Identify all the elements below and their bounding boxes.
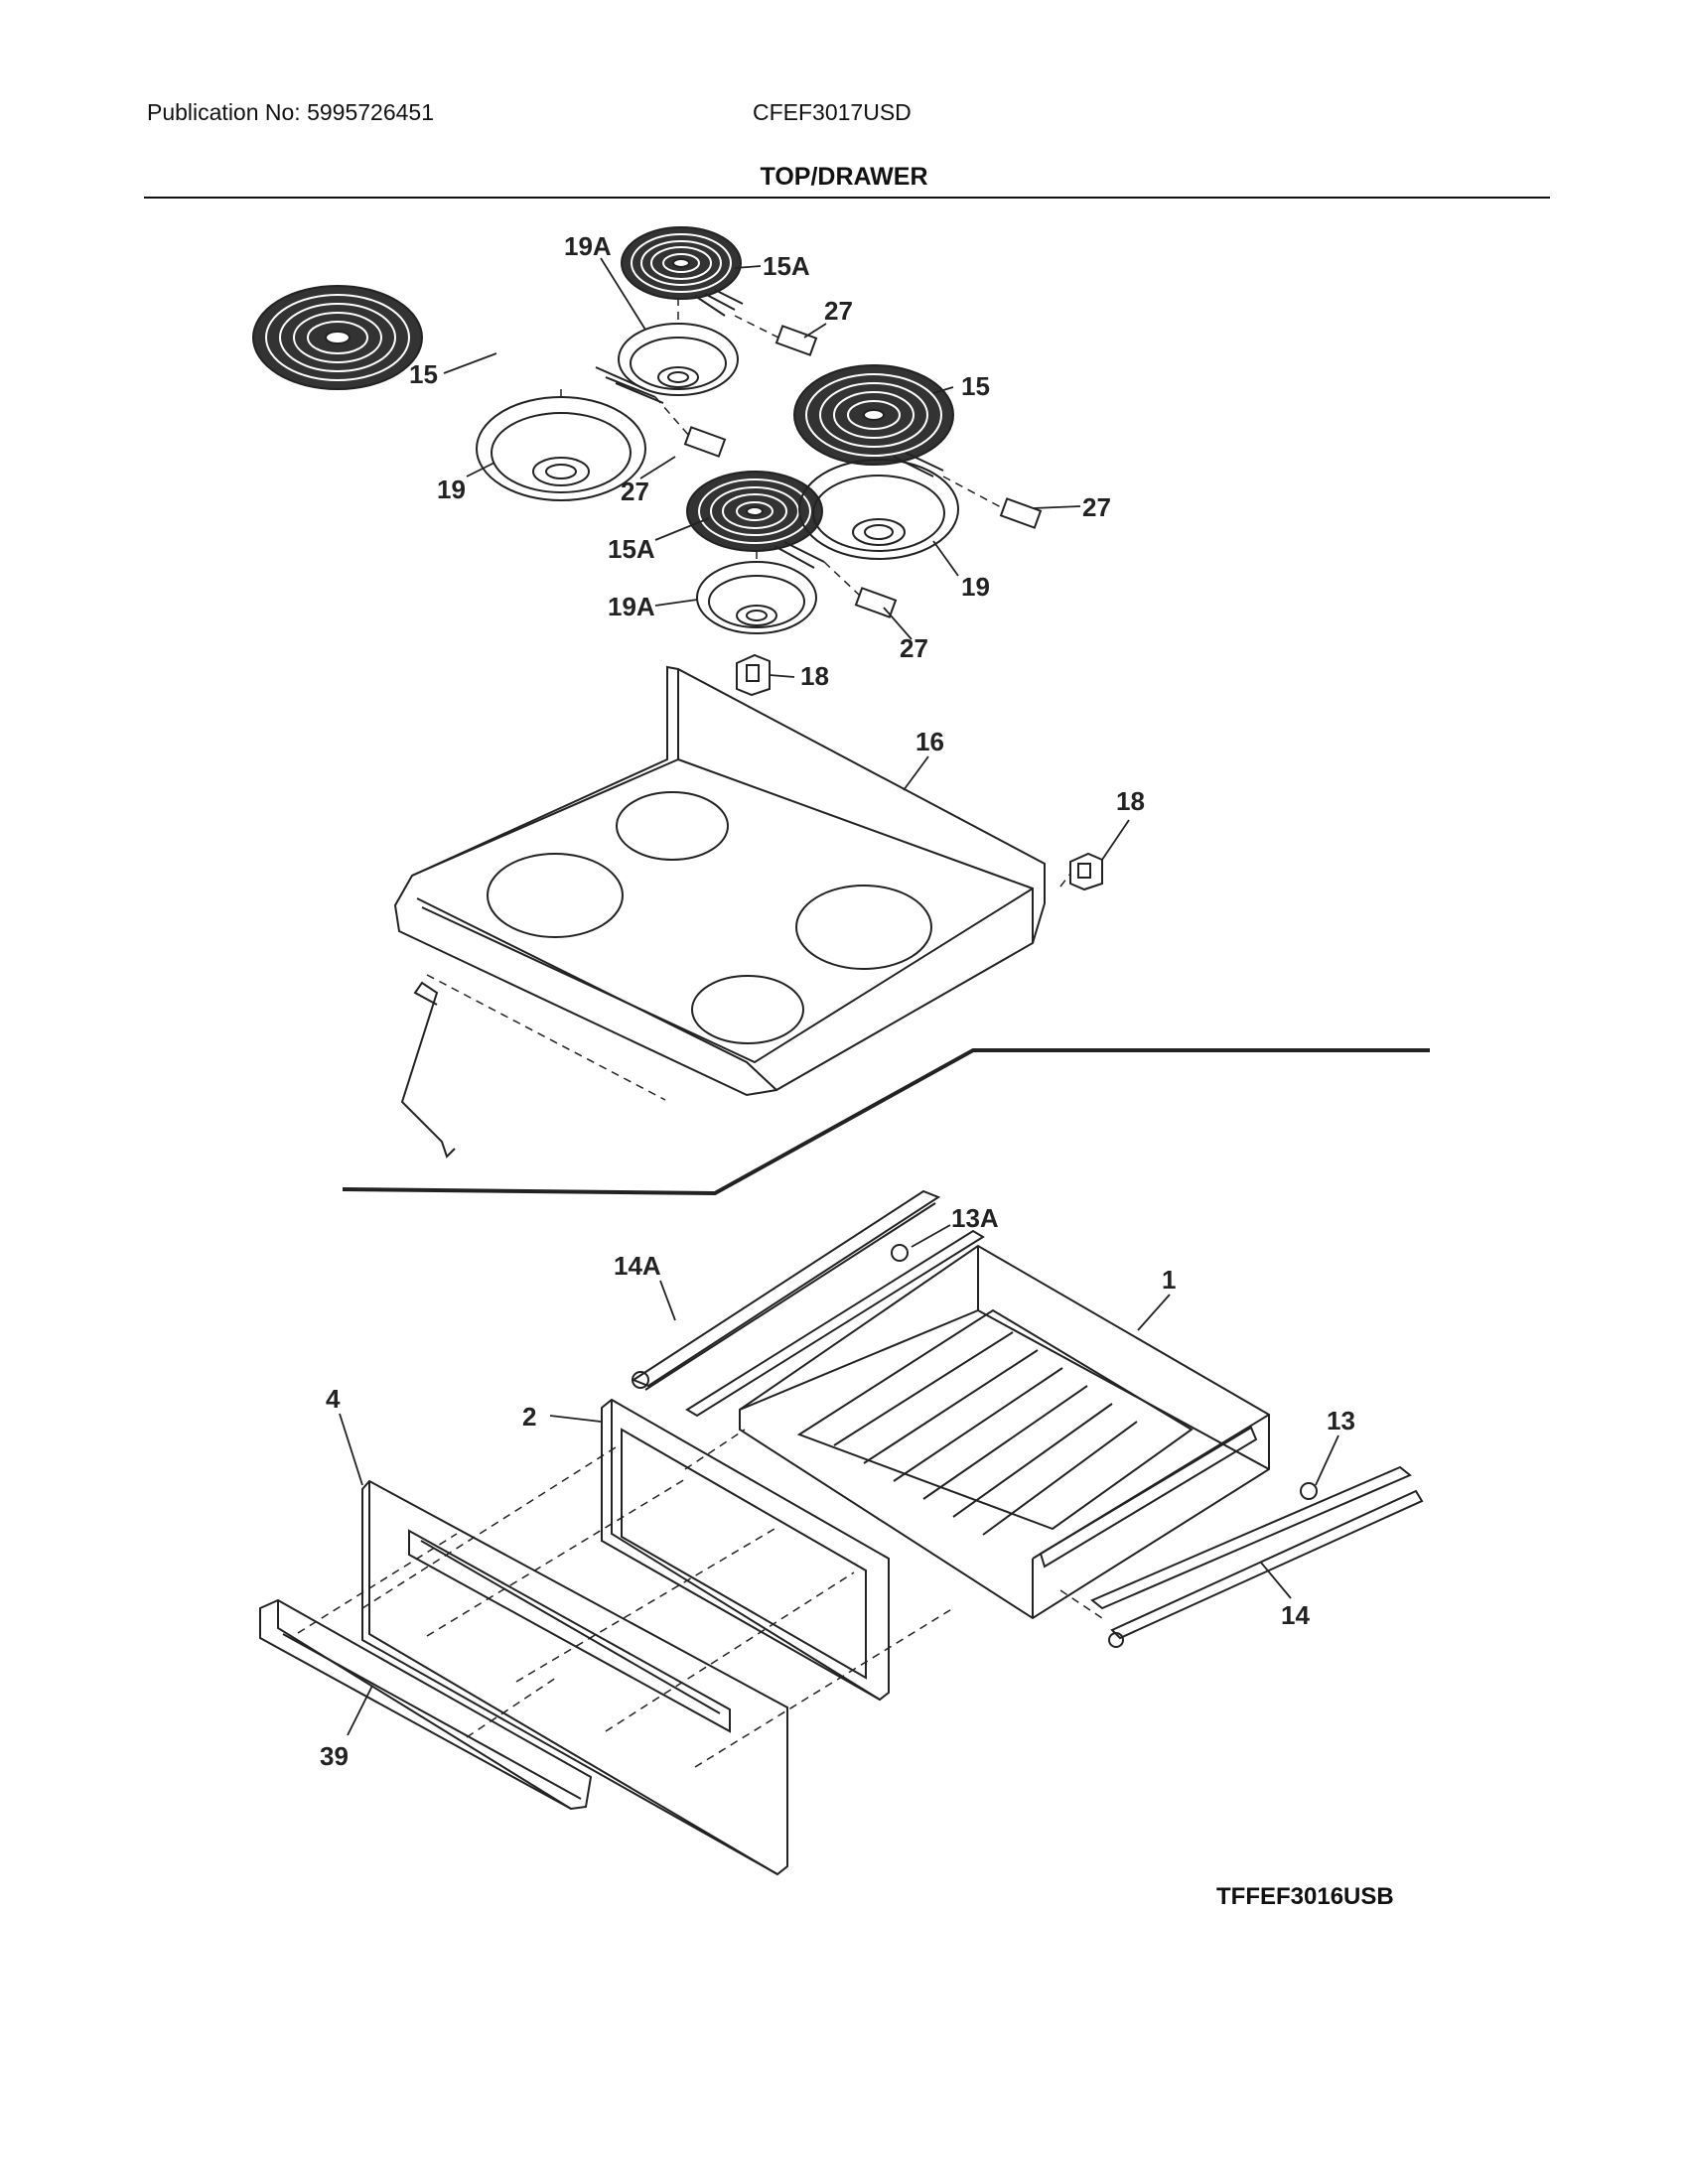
assembly-lines <box>297 1429 1103 1768</box>
publication-number: Publication No: 5995726451 <box>147 99 435 125</box>
callout-13: 13 <box>1327 1406 1355 1435</box>
callout-19: 19 <box>437 475 466 504</box>
coil-element-small-bottom <box>686 471 825 569</box>
callout-15A: 15A <box>763 251 810 281</box>
coil-element-small-top <box>621 226 744 317</box>
callout-1: 1 <box>1162 1265 1176 1295</box>
callout-18: 18 <box>1116 786 1145 816</box>
drawer-slide-left <box>631 1189 985 1418</box>
callout-18: 18 <box>800 661 829 691</box>
callout-15: 15 <box>409 359 438 389</box>
receptacle-block <box>683 325 1043 618</box>
callout-2: 2 <box>522 1402 536 1432</box>
main-top <box>393 665 1046 1097</box>
callout-15: 15 <box>961 371 990 401</box>
section-divider <box>342 1048 1430 1196</box>
callout-27: 27 <box>621 477 649 506</box>
drip-bowl-large-right <box>798 459 959 560</box>
drip-bowl-small-bottom <box>696 561 817 634</box>
callout-leaders <box>339 257 1339 1736</box>
coil-element-large-left <box>252 285 664 404</box>
diagram-code: TFFEF3016USB <box>1216 1883 1394 1910</box>
header-divider <box>144 197 1550 199</box>
coil-element-large-right <box>793 364 954 478</box>
terminal-dashes <box>560 298 1004 597</box>
drawer-body <box>739 1244 1270 1620</box>
drip-bowl-small-top <box>618 323 739 396</box>
top-bracket <box>736 653 1103 891</box>
callout-13A: 13A <box>951 1203 999 1233</box>
callout-14: 14 <box>1281 1600 1310 1630</box>
callout-15A: 15A <box>608 534 655 564</box>
callout-16: 16 <box>915 727 944 756</box>
callout-27: 27 <box>1082 492 1111 522</box>
callout-19A: 19A <box>564 231 612 261</box>
callout-39: 39 <box>320 1741 349 1771</box>
drawer-inner-panel <box>601 1398 890 1702</box>
section-title: TOP/DRAWER <box>760 163 928 191</box>
drawer-slide-right <box>1090 1465 1424 1648</box>
drawer-front <box>361 1479 788 1876</box>
callout-19A: 19A <box>608 592 655 621</box>
callout-27: 27 <box>900 633 928 663</box>
model-number: CFEF3017USD <box>753 99 912 125</box>
callout-27: 27 <box>824 296 853 326</box>
drawer-handle <box>259 1598 593 1811</box>
callout-19: 19 <box>961 572 990 602</box>
callout-14A: 14A <box>614 1251 661 1281</box>
callout-4: 4 <box>326 1384 341 1414</box>
top-support-rod <box>400 981 456 1159</box>
